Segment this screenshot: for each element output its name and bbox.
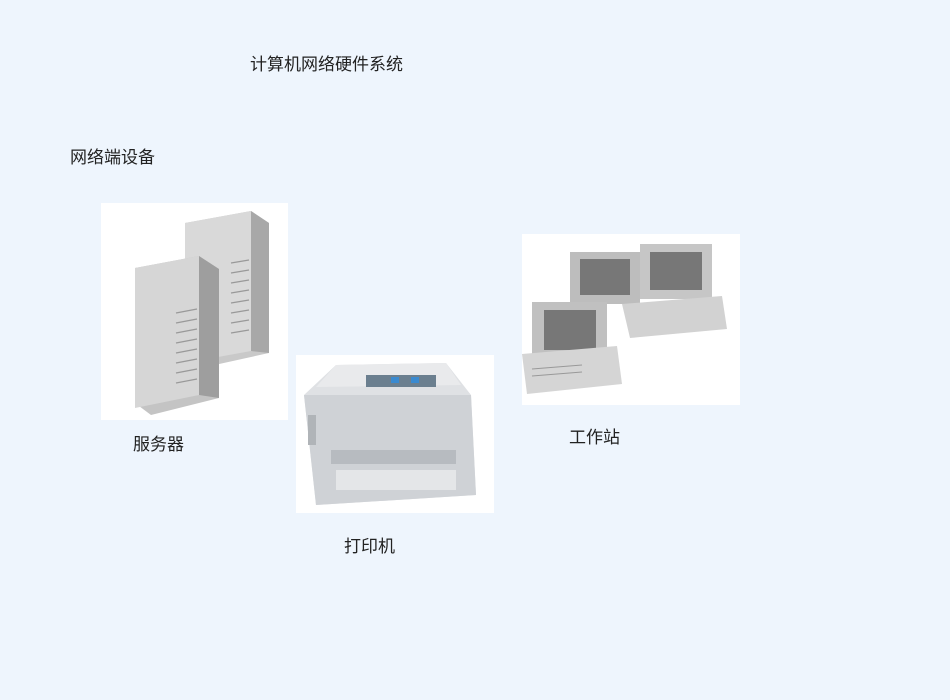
server-label: 服务器 (133, 435, 184, 455)
section-label: 网络端设备 (70, 148, 155, 168)
printer-icon (296, 355, 494, 513)
slide-title: 计算机网络硬件系统 (250, 55, 403, 75)
printer-label: 打印机 (344, 537, 395, 557)
workstation-icon (522, 234, 740, 405)
workstation-label: 工作站 (569, 428, 620, 448)
server-icon (101, 203, 288, 420)
